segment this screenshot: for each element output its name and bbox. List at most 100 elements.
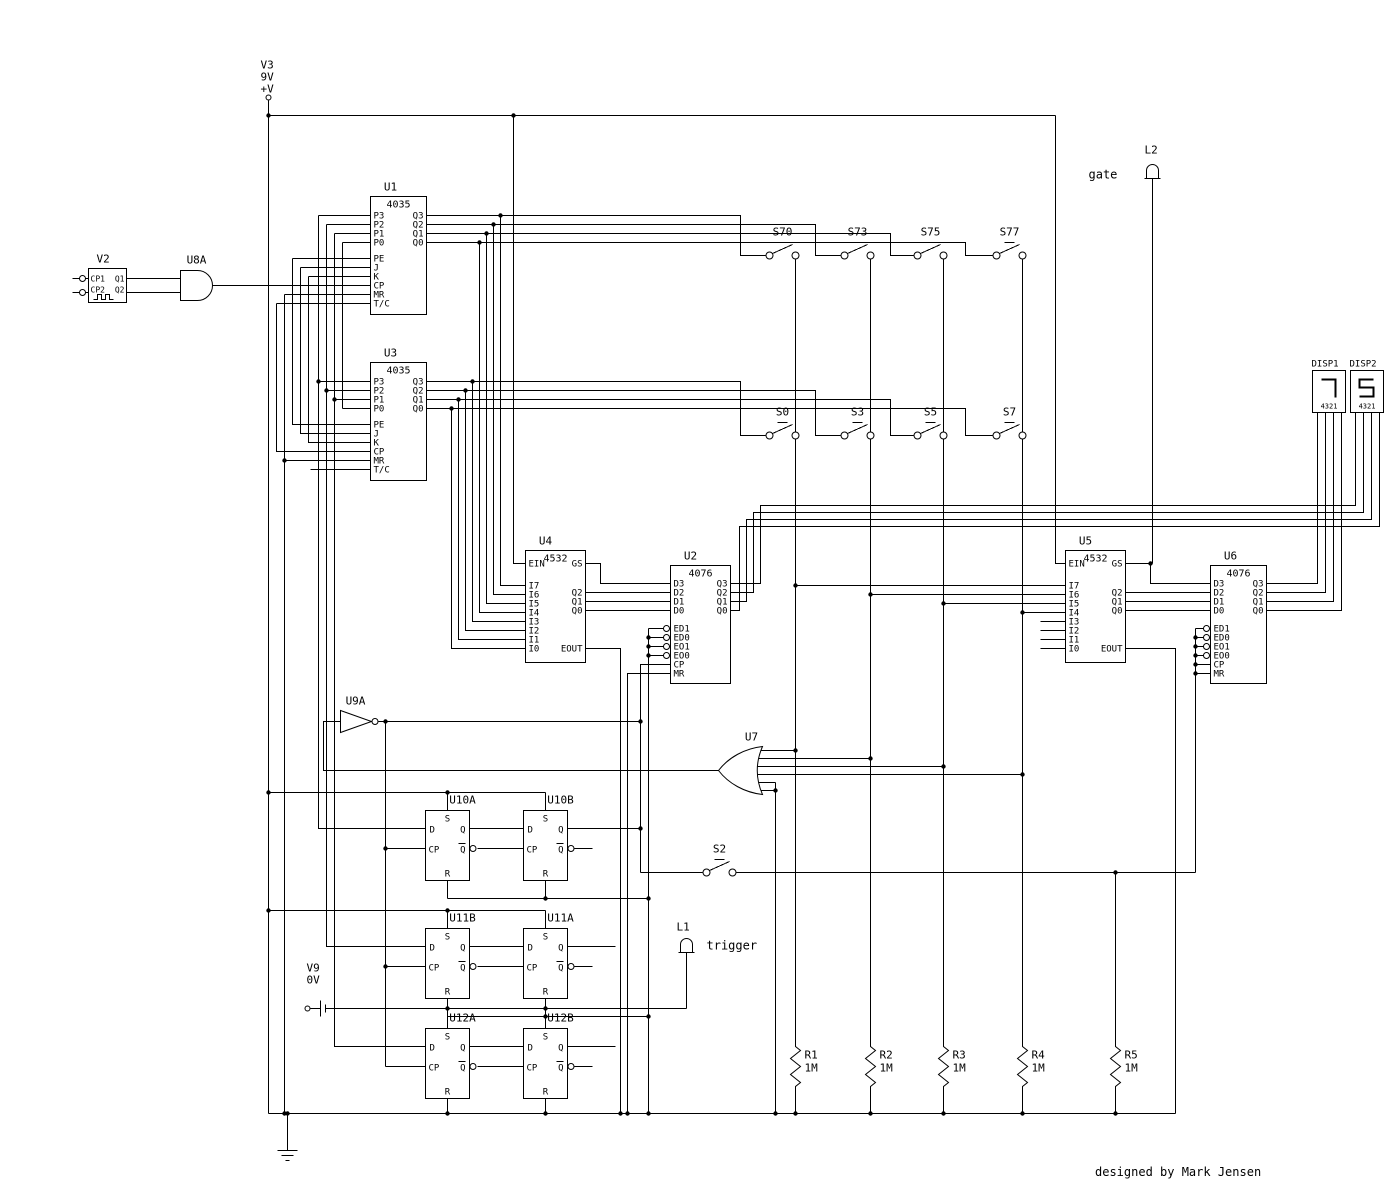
svg-text:U10A: U10A [449,794,476,807]
svg-text:P1: P1 [374,230,385,240]
svg-text:S77: S77 [1000,226,1020,239]
svg-text:S: S [445,933,450,943]
svg-text:J: J [374,264,379,274]
svg-text:T/C: T/C [374,466,390,476]
svg-text:CP2: CP2 [91,286,106,295]
svg-text:S: S [543,933,548,943]
svg-text:V9: V9 [307,962,320,975]
svg-text:CP: CP [429,964,440,974]
switch-s5: S5 [913,406,948,440]
svg-text:Q: Q [558,1044,563,1054]
svg-text:EO0: EO0 [1214,652,1230,662]
svg-text:S: S [543,815,548,825]
switch-s70: S70 [765,226,800,260]
svg-text:D1: D1 [674,598,685,608]
switch-s77: S77 [992,226,1027,260]
svg-text:MR: MR [1214,670,1225,680]
credit-designer: designed by Mark Jensen [1095,1165,1262,1179]
svg-text:EIN: EIN [529,560,545,570]
svg-text:Q3: Q3 [413,378,424,388]
svg-text:R5: R5 [1125,1049,1138,1062]
svg-text:Q0: Q0 [1112,607,1123,617]
svg-text:Q1: Q1 [115,275,125,284]
svg-text:P2: P2 [374,387,385,397]
svg-text:I3: I3 [529,618,540,628]
svg-text:Q1: Q1 [413,396,424,406]
svg-text:Q: Q [460,964,465,974]
svg-text:R1: R1 [805,1049,818,1062]
ground-symbol [277,1150,298,1161]
svg-text:EO1: EO1 [674,643,690,653]
svg-text:PE: PE [374,421,385,431]
svg-text:L1: L1 [677,921,690,934]
svg-text:U7: U7 [745,731,758,744]
svg-text:P0: P0 [374,239,385,249]
svg-text:Q: Q [558,826,563,836]
svg-text:Q2: Q2 [413,221,424,231]
svg-text:S: S [445,815,450,825]
svg-text:MR: MR [674,670,685,680]
svg-text:ED0: ED0 [1214,634,1230,644]
svg-text:V2: V2 [97,253,110,266]
svg-text:D3: D3 [674,580,685,590]
svg-text:S: S [445,1033,450,1043]
svg-text:S5: S5 [924,406,937,419]
svg-text:U1: U1 [384,181,397,194]
svg-text:S75: S75 [921,226,941,239]
svg-text:D: D [528,944,533,954]
svg-text:P0: P0 [374,405,385,415]
svg-text:1M: 1M [805,1062,819,1075]
svg-text:0V: 0V [307,974,321,987]
svg-text:DISP1: DISP1 [1312,360,1339,370]
svg-text:ED0: ED0 [674,634,690,644]
svg-text:D2: D2 [1214,589,1225,599]
svg-text:U12A: U12A [449,1012,476,1025]
svg-text:I0: I0 [1069,645,1080,655]
switch-s75: S75 [913,226,948,260]
svg-text:R: R [445,988,451,998]
svg-text:I7: I7 [1069,582,1080,592]
svg-text:I2: I2 [529,627,540,637]
svg-text:R: R [445,870,451,880]
svg-text:S7: S7 [1003,406,1016,419]
svg-text:I4: I4 [1069,609,1080,619]
svg-text:Q1: Q1 [572,598,583,608]
gate-u9a: U9A [340,695,379,734]
svg-text:D: D [430,826,435,836]
svg-text:GS: GS [572,560,583,570]
gate-u7: U7 [717,731,764,796]
svg-text:Q2: Q2 [413,387,424,397]
svg-text:1M: 1M [953,1062,967,1075]
svg-text:U8A: U8A [187,254,207,267]
svg-text:CP: CP [527,964,538,974]
svg-text:gate: gate [1089,168,1118,182]
svg-text:4035: 4035 [386,200,410,211]
switch-s2: S2 [702,843,737,877]
svg-text:I3: I3 [1069,618,1080,628]
svg-text:K: K [374,439,380,449]
schematic-root: U14035P3P2P1P0PEJKCPMRT/CQ3Q2Q1Q0U34035P… [72,59,1384,1161]
svg-text:CP1: CP1 [91,275,106,284]
svg-text:Q2: Q2 [717,589,728,599]
svg-text:EO0: EO0 [674,652,690,662]
svg-text:R2: R2 [880,1049,893,1062]
svg-text:Q0: Q0 [1253,607,1264,617]
svg-text:Q0: Q0 [572,607,583,617]
svg-text:U10B: U10B [547,794,574,807]
svg-text:U12B: U12B [547,1012,574,1025]
svg-text:Q: Q [558,846,563,856]
svg-text:I1: I1 [529,636,540,646]
credits-block: designed by Mark Jensen ©2014 see notes [1095,1130,1261,1200]
svg-text:U9A: U9A [346,695,366,708]
